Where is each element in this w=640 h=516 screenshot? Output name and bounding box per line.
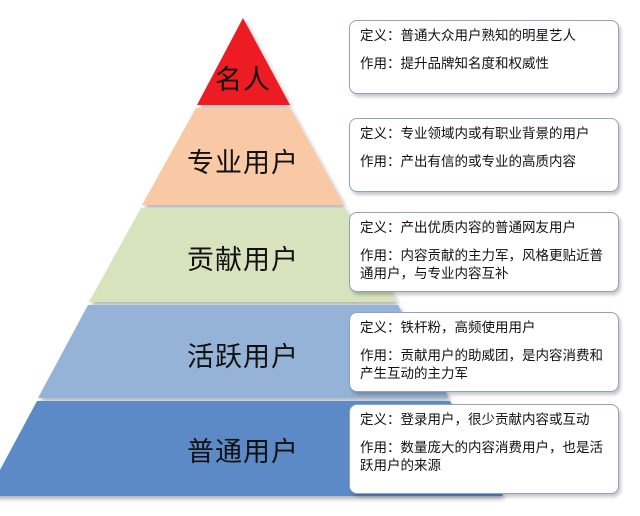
card-role: 作用：内容贡献的主力军，风格更贴近普通用户，与专业内容互补 (360, 248, 603, 282)
pyramid-tier-professional (142, 108, 344, 205)
card-regular: 定义：登录用户，很少贡献内容或互动 作用：数量庞大的内容消费用户，也是活跃用户的… (349, 404, 619, 494)
card-active: 定义：铁杆粉，高频使用用户 作用：贡献用户的助威团，是内容消费和产生互动的主力军 (349, 312, 619, 392)
tier-label-celebrity: 名人 (215, 65, 271, 96)
tier-label-active: 活跃用户 (187, 342, 299, 373)
card-definition: 定义：登录用户，很少贡献内容或互动 (360, 412, 590, 428)
card-professional: 定义：专业领域内或有职业背景的用户 作用：产出有信的或专业的高质内容 (349, 118, 619, 192)
card-role: 作用：提升品牌知名度和权威性 (360, 56, 549, 72)
tier-label-regular: 普通用户 (187, 437, 299, 468)
tier-label-professional: 专业用户 (187, 148, 299, 179)
card-contributor: 定义：产出优质内容的普通网友用户 作用：内容贡献的主力军，风格更贴近普通用户，与… (349, 212, 619, 292)
pyramid-tier-contributor (89, 208, 397, 302)
card-definition: 定义：铁杆粉，高频使用用户 (360, 320, 536, 336)
card-celebrity: 定义：普通大众用户熟知的明星艺人 作用：提升品牌知名度和权威性 (349, 20, 619, 94)
card-role: 作用：产出有信的或专业的高质内容 (360, 154, 576, 170)
tier-label-contributor: 贡献用户 (187, 245, 299, 276)
pyramid-tier-active (38, 305, 449, 398)
card-definition: 定义：产出优质内容的普通网友用户 (360, 220, 576, 236)
card-definition: 定义：普通大众用户熟知的明星艺人 (360, 28, 576, 44)
card-role: 作用：数量庞大的内容消费用户，也是活跃用户的来源 (360, 440, 603, 474)
card-definition: 定义：专业领域内或有职业背景的用户 (360, 126, 590, 142)
card-role: 作用：贡献用户的助威团，是内容消费和产生互动的主力军 (360, 348, 603, 382)
pyramid-tier-celebrity (197, 18, 290, 105)
